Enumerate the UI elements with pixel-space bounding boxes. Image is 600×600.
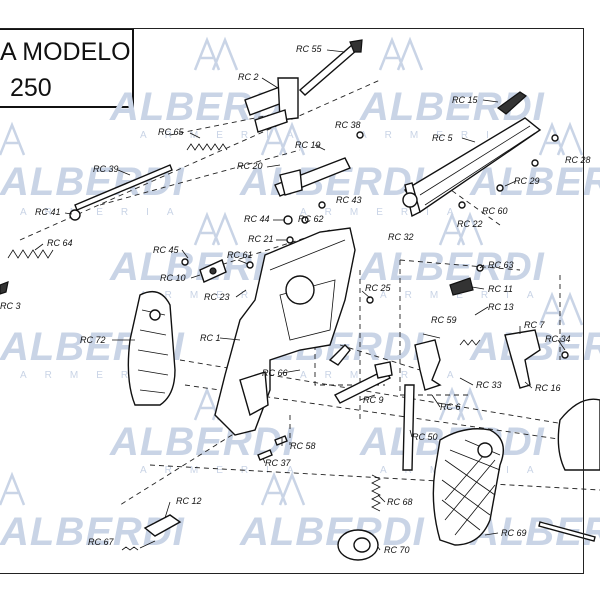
part-label: RC 69	[501, 528, 527, 538]
part-rc13-spring	[459, 339, 481, 346]
part-rc37-pin	[257, 449, 273, 461]
part-label: RC 13	[488, 302, 514, 312]
part-rc50-strut	[402, 384, 415, 471]
part-rc10-plate	[199, 259, 227, 283]
part-label: RC 7	[524, 320, 545, 330]
part-rc39-rod	[74, 164, 173, 211]
watermark-tagline: ARMERIA	[20, 370, 192, 381]
part-label: RC 25	[365, 283, 392, 293]
part-label: RC 3	[0, 301, 21, 311]
part-right-grip-panel	[557, 398, 600, 471]
part-label: RC 15	[452, 95, 479, 105]
part-rc12-latch	[143, 514, 182, 537]
part-label: RC 62	[298, 214, 324, 224]
part-label: RC 28	[565, 155, 591, 165]
part-rc7-trigger	[504, 329, 541, 389]
part-rc6-hammer	[414, 339, 442, 391]
part-rc5-barrel	[402, 117, 542, 218]
part-label: RC 67	[88, 537, 115, 547]
watermark-text: ALBERDI	[359, 245, 545, 289]
part-label: RC 63	[488, 260, 514, 270]
part-label: RC 39	[93, 164, 119, 174]
part-label: RC 29	[514, 176, 540, 186]
part-label: RC 33	[476, 380, 502, 390]
part-label: RC 12	[176, 496, 202, 506]
part-label: RC 65	[158, 127, 185, 137]
watermark-text: ALBERDI	[0, 160, 185, 204]
part-label: RC 21	[248, 234, 274, 244]
watermark-tagline: ARMERIA	[360, 130, 532, 141]
leader-lines	[34, 49, 566, 551]
part-label: RC 11	[488, 284, 513, 294]
parts-drawings	[0, 39, 600, 561]
part-label: RC 32	[388, 232, 414, 242]
part-label: RC 55	[296, 44, 323, 54]
part-rc69-grip	[432, 428, 504, 546]
watermark-logo-marks	[0, 36, 584, 506]
watermark-tagline: ARMERIA	[140, 290, 312, 301]
part-rc58-pin	[274, 435, 288, 446]
part-label: RC 34	[545, 334, 571, 344]
part-rc70-cylinder	[337, 529, 379, 561]
part-label: RC 45	[153, 245, 180, 255]
part-rc55-ejector-rod	[298, 39, 363, 96]
part-rc2-crane	[244, 77, 299, 133]
part-label: RC 19	[295, 140, 321, 150]
part-label: RC 72	[80, 335, 106, 345]
part-label: RC 38	[335, 120, 361, 130]
model-title-box: A MODELO 250	[0, 28, 134, 108]
part-label: RC 10	[160, 273, 186, 283]
part-rc72-grip	[127, 291, 176, 406]
part-rc11-lever	[449, 277, 474, 296]
model-title-line2: 250	[10, 74, 52, 102]
watermark-text: ALBERDI	[239, 510, 425, 554]
part-rc68-spring	[371, 474, 381, 512]
part-rc19-rear-sight	[274, 157, 351, 197]
part-rc3	[0, 281, 9, 295]
part-label: RC 9	[363, 395, 384, 405]
part-rc67-spring	[121, 546, 139, 551]
part-rc15-sight	[496, 91, 527, 115]
watermark-tagline: ARMERIA	[140, 130, 312, 141]
model-title-line1: A MODELO	[0, 38, 131, 66]
part-rc1-frame	[214, 227, 356, 436]
part-bottom-right-rod	[538, 521, 596, 542]
part-label: RC 5	[432, 133, 453, 143]
watermark-tagline: ARMERIA	[20, 207, 192, 218]
part-label: RC 64	[47, 238, 73, 248]
part-label: RC 1	[200, 333, 221, 343]
watermark-tagline: ARMERIA	[140, 465, 312, 476]
part-rc65-spring	[186, 143, 228, 151]
part-label: RC 41	[35, 207, 61, 217]
part-label: RC 23	[204, 292, 230, 302]
part-rc41-bushing	[69, 209, 81, 221]
part-label: RC 59	[431, 315, 457, 325]
part-label: RC 43	[336, 195, 362, 205]
part-label: RC 22	[457, 219, 483, 229]
part-label: RC 68	[387, 497, 413, 507]
part-label: RC 70	[384, 545, 410, 555]
part-labels: RC 55 RC 2 RC 15 RC 38 RC 65 RC 5 RC 19 …	[0, 44, 591, 555]
part-label: RC 20	[237, 161, 263, 171]
part-rc9-slide	[333, 361, 393, 404]
part-label: RC 61	[227, 250, 253, 260]
part-label: RC 66	[262, 368, 288, 378]
watermark-tagline: ARMERIA	[300, 207, 472, 218]
part-label: RC 58	[290, 441, 316, 451]
part-rc66-spring	[328, 344, 351, 366]
watermark-tagline: ARMERIA	[380, 290, 552, 301]
part-label: RC 6	[440, 402, 461, 412]
part-label: RC 2	[238, 72, 259, 82]
small-screws	[181, 131, 569, 359]
part-label: RC 37	[265, 458, 292, 468]
part-label: RC 50	[412, 432, 438, 442]
part-label: RC 44	[244, 214, 270, 224]
part-rc64-spring	[7, 249, 54, 259]
part-label: RC 16	[535, 383, 561, 393]
watermark-text: ALBERDI	[469, 160, 600, 204]
part-label: RC 60	[482, 206, 508, 216]
